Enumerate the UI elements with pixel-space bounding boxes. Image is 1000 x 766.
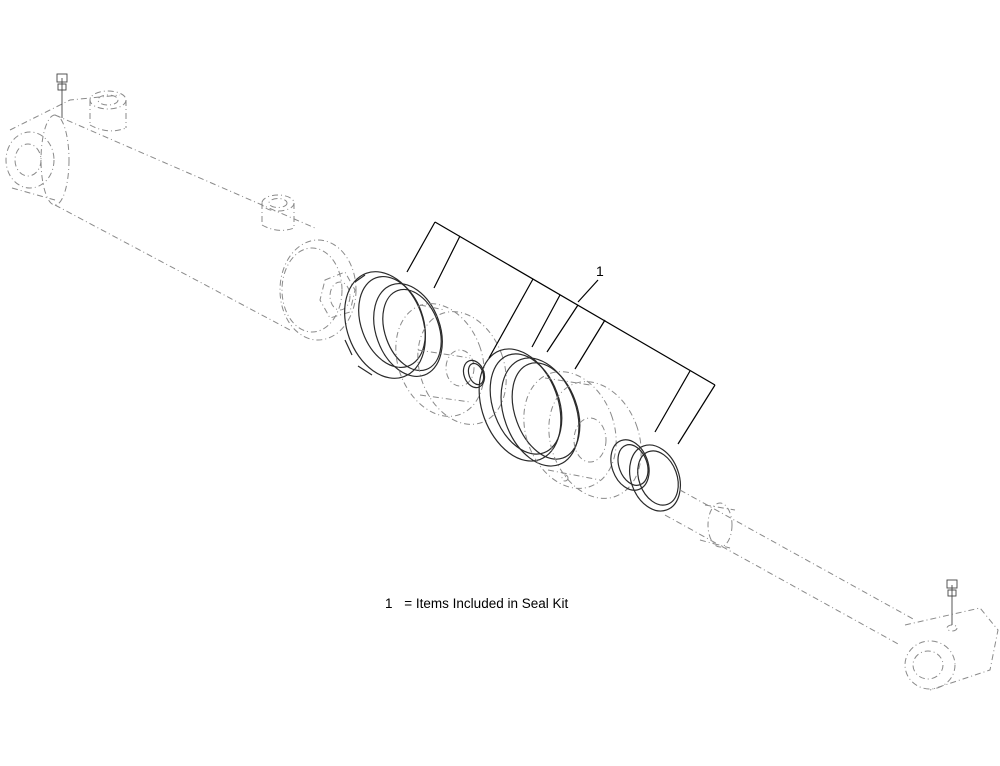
piston-nut bbox=[319, 271, 356, 319]
grease-fitting-front bbox=[946, 579, 958, 625]
cylinder-barrel bbox=[5, 73, 357, 341]
legend-text: = Items Included in Seal Kit bbox=[404, 596, 569, 611]
port-front bbox=[261, 194, 295, 231]
piston-b bbox=[523, 371, 642, 499]
port-rear bbox=[89, 90, 127, 132]
grease-fitting-rear bbox=[56, 73, 68, 118]
piston-rod bbox=[664, 489, 999, 691]
rod-end-eye bbox=[904, 607, 999, 691]
legend: 1 = Items Included in Seal Kit bbox=[385, 596, 568, 611]
seal-ring-b bbox=[478, 348, 581, 467]
callout-label: 1 bbox=[596, 263, 604, 279]
gland-head bbox=[344, 271, 426, 379]
piston-a bbox=[395, 303, 507, 425]
wiper-seal bbox=[629, 444, 681, 512]
callout-leaders bbox=[406, 221, 716, 445]
seal-ring-a bbox=[373, 282, 443, 378]
legend-number: 1 bbox=[385, 596, 393, 611]
